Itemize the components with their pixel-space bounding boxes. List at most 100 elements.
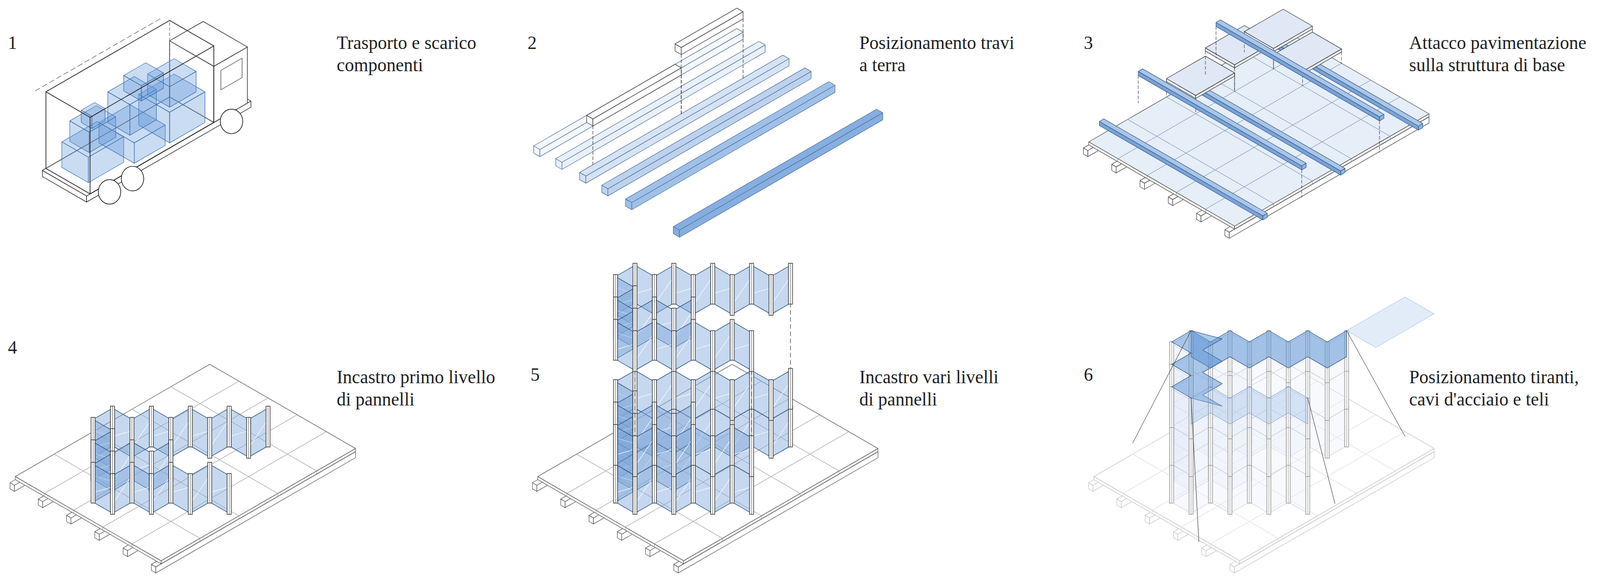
- cargo-edge: [45, 91, 46, 169]
- truck-wheel: [220, 109, 243, 134]
- steel-cable: [1346, 330, 1406, 437]
- joint-post: [634, 473, 636, 515]
- wall-panel: [615, 426, 635, 476]
- panel-texture: [615, 487, 635, 493]
- joint-post: [613, 424, 618, 466]
- joint-post: [1169, 424, 1174, 466]
- floor-batten-lifted: [1138, 68, 1307, 166]
- panel-texture: [209, 419, 229, 448]
- step-caption: Posizionamento travi a terra: [859, 31, 1021, 77]
- joint-post: [151, 405, 152, 447]
- panel-texture: [712, 438, 732, 467]
- joint-post: [671, 435, 676, 477]
- joint-post: [730, 379, 735, 421]
- joint-post: [749, 330, 754, 372]
- joint-post: [673, 473, 674, 515]
- panel-texture: [673, 332, 694, 361]
- wall-panel: [712, 370, 732, 420]
- wall-panel: [751, 265, 771, 315]
- floor-joint: [171, 386, 317, 471]
- joint-post: [1229, 435, 1231, 477]
- panel-texture: [190, 430, 210, 437]
- joint-post: [634, 330, 636, 372]
- joint-post: [1248, 462, 1250, 504]
- panel-texture: [673, 287, 694, 294]
- floor-batten-lifted: [1138, 71, 1302, 170]
- joint-post: [671, 368, 676, 410]
- step-number: 1: [7, 31, 18, 54]
- wall-panel: [654, 321, 674, 371]
- joint-post: [228, 473, 230, 515]
- joint-post: [730, 462, 735, 504]
- joint-post: [768, 417, 773, 459]
- step-number: 4: [7, 336, 18, 359]
- floor-joint: [73, 510, 74, 514]
- joint-post: [710, 435, 715, 477]
- joint-post: [189, 405, 191, 447]
- joint-post: [790, 405, 791, 447]
- joint-post: [731, 379, 733, 421]
- floor-joint: [1152, 510, 1153, 514]
- joint-post: [228, 405, 230, 447]
- steel-cable: [1191, 398, 1200, 542]
- placement-line: [634, 370, 636, 436]
- floor-joint: [839, 470, 840, 474]
- joint-post: [1288, 462, 1289, 504]
- beam-lifted: [592, 67, 682, 127]
- placement-line: [1234, 67, 1235, 91]
- panel-texture: [634, 287, 655, 294]
- panel-texture: [248, 419, 268, 448]
- floor-joint: [199, 538, 201, 542]
- joint-post: [1227, 473, 1232, 515]
- floor-joint: [131, 543, 133, 547]
- joint-post: [1171, 386, 1172, 428]
- panel-texture: [693, 344, 713, 351]
- wall-panel: [615, 321, 635, 371]
- cargo-edge: [169, 20, 214, 46]
- wall-panel: [693, 265, 713, 315]
- joint-post: [1268, 473, 1270, 515]
- placement-line: [1379, 121, 1380, 153]
- panel-texture: [673, 393, 694, 400]
- wall-panel: [228, 408, 249, 458]
- step-number: 3: [1083, 31, 1094, 54]
- step-number: 2: [527, 31, 537, 54]
- floor-joint: [238, 515, 240, 519]
- joint-post: [1248, 424, 1250, 466]
- floor-joint: [102, 527, 103, 531]
- placement-line: [742, 18, 744, 81]
- joint-post: [248, 417, 249, 459]
- wall-panel: [732, 426, 752, 476]
- floor-joint: [316, 470, 317, 474]
- joint-post: [1208, 424, 1213, 466]
- joint-post: [751, 435, 753, 477]
- joint-post: [130, 462, 134, 504]
- floor-batten-lifted: [1215, 19, 1384, 117]
- floor-joint: [1175, 192, 1177, 196]
- joint-post: [693, 462, 694, 504]
- panel-texture: [693, 448, 713, 455]
- joint-post: [691, 462, 696, 504]
- joint-post: [1346, 368, 1347, 410]
- joint-post: [770, 379, 772, 421]
- floor-joint: [132, 431, 327, 544]
- floor-slab: [537, 364, 879, 561]
- beam-lifted: [681, 11, 744, 55]
- joint-post: [1344, 368, 1349, 410]
- joint-post: [731, 462, 733, 504]
- joint-post: [615, 319, 616, 361]
- joint-post: [768, 379, 773, 421]
- joint-post: [749, 473, 754, 515]
- panel-texture: [693, 276, 713, 305]
- step-caption: Posizionamento tiranti, cavi d'acciaio e…: [1409, 365, 1588, 411]
- wall-panel: [770, 265, 791, 315]
- joint-post: [1247, 462, 1252, 504]
- joint-post: [1346, 405, 1347, 447]
- beam: [679, 112, 883, 238]
- wall-panel: [209, 408, 229, 458]
- panel-texture: [634, 438, 655, 467]
- wall-panel: [712, 265, 732, 315]
- joint-post: [207, 462, 212, 504]
- joint-post: [1247, 424, 1252, 466]
- joint-post: [1169, 462, 1174, 504]
